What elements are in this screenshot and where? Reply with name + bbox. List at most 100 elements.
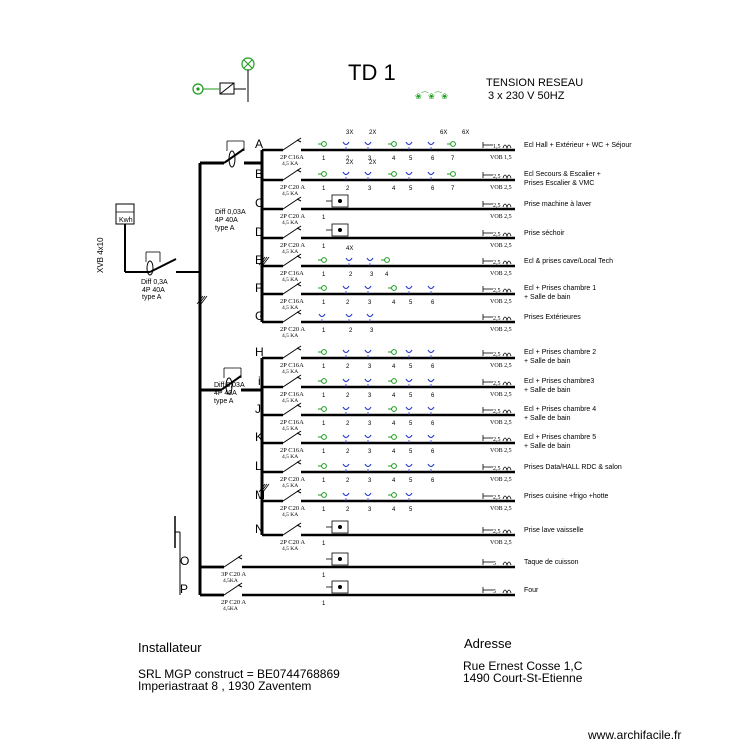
socket-icon xyxy=(364,141,372,146)
lamp-icon xyxy=(391,463,397,469)
installer-line-2: Imperiastraat 8 , 1930 Zaventem xyxy=(138,679,312,693)
circuit-letter-d: D xyxy=(255,225,264,239)
socket-icon xyxy=(342,492,350,497)
lamp-icon xyxy=(321,463,327,469)
breaker-switch xyxy=(296,139,302,143)
cable-symbol xyxy=(502,589,512,595)
header-lighting-icon: ❀⁀❀⁀❀ xyxy=(415,91,448,101)
outlet-number: 3 xyxy=(368,156,372,162)
circuit-description: Taque de cuisson xyxy=(524,559,579,566)
lamp-icon xyxy=(391,378,397,384)
header-lamp-icon xyxy=(196,87,200,91)
socket-icon xyxy=(405,492,413,497)
lamp-icon xyxy=(391,349,397,355)
socket-icon xyxy=(366,257,374,262)
circuit-description: Prise lave vaisselle xyxy=(524,527,584,534)
cable-symbol xyxy=(502,561,512,567)
breaker-rating: 2P C20 A xyxy=(280,326,305,333)
outlet-number: 4 xyxy=(392,156,396,162)
socket-icon xyxy=(364,434,372,439)
outlet-number: 1 xyxy=(322,156,326,162)
outlet-number: 2 xyxy=(346,421,350,427)
circuit-description: Ecl + Prises chambre 5 xyxy=(524,434,596,441)
cable-label: VOB 2,5 xyxy=(490,363,512,369)
cable-symbol xyxy=(502,352,512,358)
breaker-icc: 4,5 KA xyxy=(282,369,298,375)
breaker-switch xyxy=(282,137,302,151)
circuit-description: Ecl + Prises chambre 1 xyxy=(524,285,596,292)
circuit-description: Prises Data/HALL RDC & salon xyxy=(524,464,622,471)
cable-symbol xyxy=(502,466,512,472)
cable-symbol xyxy=(502,174,512,180)
socket-icon xyxy=(427,378,435,383)
outlet-number: 1 xyxy=(322,244,326,250)
breaker-icc: 4,5 KA xyxy=(282,546,298,552)
appliance-box-icon xyxy=(338,228,342,232)
breaker-switch xyxy=(296,255,302,259)
outlet-number: 4 xyxy=(392,393,396,399)
lamp-icon xyxy=(321,257,327,263)
socket-icon xyxy=(427,285,435,290)
circuit-letter-b: B xyxy=(255,167,263,181)
outlet-number: 7 xyxy=(451,156,455,162)
socket-icon xyxy=(427,171,435,176)
group-bus-hatch xyxy=(262,483,270,493)
cable-section: 2,5 xyxy=(493,409,501,415)
outlet-number: 6 xyxy=(431,449,435,455)
diff-label: type A xyxy=(214,398,234,405)
socket-icon xyxy=(364,492,372,497)
appliance-box-icon xyxy=(338,199,342,203)
group-bus-hatch xyxy=(260,256,268,266)
outlet-number: 1 xyxy=(322,272,326,278)
group-bus-hatch xyxy=(262,256,270,266)
breaker-rating: 2P C16A xyxy=(280,154,304,161)
appliance-box-icon xyxy=(338,585,342,589)
outlet-number: 6 xyxy=(431,364,435,370)
group-bus-hatch xyxy=(258,483,266,493)
circuit-description: + Salle de bain xyxy=(524,358,571,365)
breaker-rating: 2P C16A xyxy=(280,391,304,398)
cable-label: VOB 2,5 xyxy=(490,185,512,191)
socket-icon xyxy=(364,349,372,354)
cable-symbol xyxy=(502,232,512,238)
diff-label: Diff 0,03A xyxy=(214,382,245,389)
circuit-description: Prise séchoir xyxy=(524,230,565,237)
breaker-switch xyxy=(282,309,302,323)
socket-icon xyxy=(405,434,413,439)
circuit-description: Prise machine à laver xyxy=(524,201,592,208)
circuit-letter-i: i xyxy=(258,374,261,388)
diff-switch-blade xyxy=(223,148,245,164)
cable-label: VOB 2,5 xyxy=(490,327,512,333)
cable-symbol xyxy=(502,144,512,150)
breaker-icc: 4,5 KA xyxy=(282,454,298,460)
outlet-number: 1 xyxy=(322,541,326,547)
outlet-number: 3 xyxy=(368,364,372,370)
breaker-rating: 3P C20 A xyxy=(221,571,246,578)
header-contactor-icon xyxy=(219,82,235,95)
socket-icon xyxy=(364,285,372,290)
main-diff-switch xyxy=(149,258,177,273)
outlet-number: 1 xyxy=(322,186,326,192)
main-diff-label: Diff 0,3A xyxy=(141,279,168,286)
outlet-number: 3 xyxy=(368,393,372,399)
socket-icon xyxy=(342,171,350,176)
outlet-number: 3 xyxy=(368,449,372,455)
socket-icon xyxy=(342,285,350,290)
multiplier-mark: 3X xyxy=(346,130,353,136)
multiplier-mark: 2X xyxy=(346,160,353,166)
outlet-number: 6 xyxy=(431,478,435,484)
outlet-number: 3 xyxy=(368,300,372,306)
breaker-rating: 2P C20 A xyxy=(280,213,305,220)
breaker-switch xyxy=(296,347,302,351)
outlet-number: 3 xyxy=(368,421,372,427)
circuit-letter-f: F xyxy=(255,281,262,295)
main-diff-toroid xyxy=(146,260,154,276)
breaker-rating: 2P C16A xyxy=(280,362,304,369)
cable-label: VOB 2,5 xyxy=(490,243,512,249)
outlet-number: 1 xyxy=(322,328,326,334)
multiplier-mark: 6X xyxy=(440,130,447,136)
cable-symbol xyxy=(502,437,512,443)
multiplier-mark: 6X xyxy=(462,130,469,136)
circuit-letter-c: C xyxy=(255,196,264,210)
